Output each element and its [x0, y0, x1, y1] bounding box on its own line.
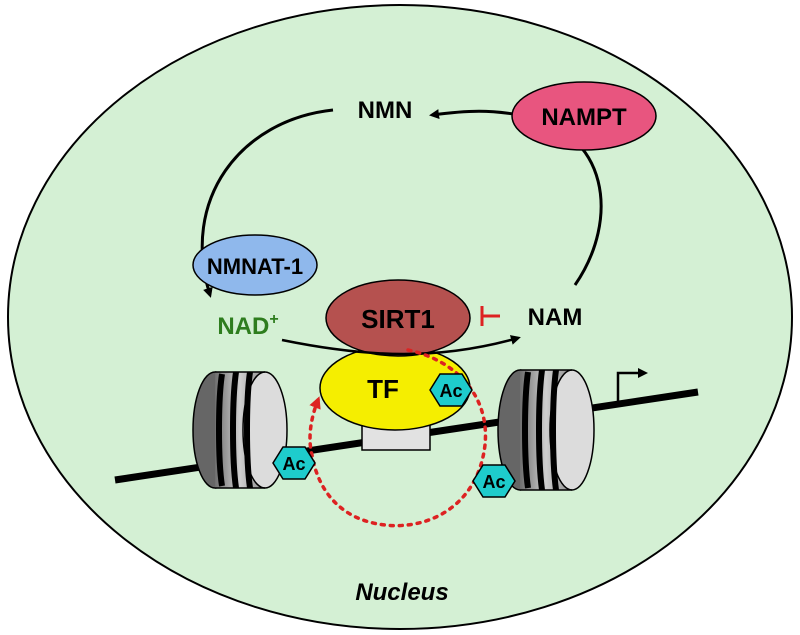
sirt1-label: SIRT1: [361, 304, 435, 334]
nam-label: NAM: [528, 304, 583, 331]
nad-label: NAD+: [217, 311, 278, 340]
acetyl-tf-label: Ac: [439, 381, 462, 401]
acetyl-right-histone: Ac: [472, 464, 516, 498]
acetyl-left-label: Ac: [282, 454, 305, 474]
nmn-label: NMN: [358, 97, 413, 124]
sirt1-ellipse: [325, 279, 471, 357]
deacetylation-cycle-arrow: [308, 348, 488, 528]
tf-label: TF: [367, 374, 399, 404]
nucleosome-right: [497, 369, 595, 491]
nucleus-label: Nucleus: [355, 579, 448, 606]
nucleosome-left: [192, 371, 288, 489]
acetyl-tf: Ac: [429, 373, 473, 407]
nmnat1-label: NMNAT-1: [207, 254, 303, 279]
transcription-start-arrow: [616, 368, 648, 407]
nad-to-nam-arrow: [281, 335, 521, 356]
acetyl-left-histone: Ac: [272, 446, 316, 480]
nampt-label: NAMPT: [541, 104, 627, 131]
acetyl-right-label: Ac: [482, 472, 505, 492]
nmnat1-ellipse: [192, 234, 318, 296]
nampt-ellipse: [511, 81, 657, 151]
nam-inhibition: [480, 306, 500, 326]
